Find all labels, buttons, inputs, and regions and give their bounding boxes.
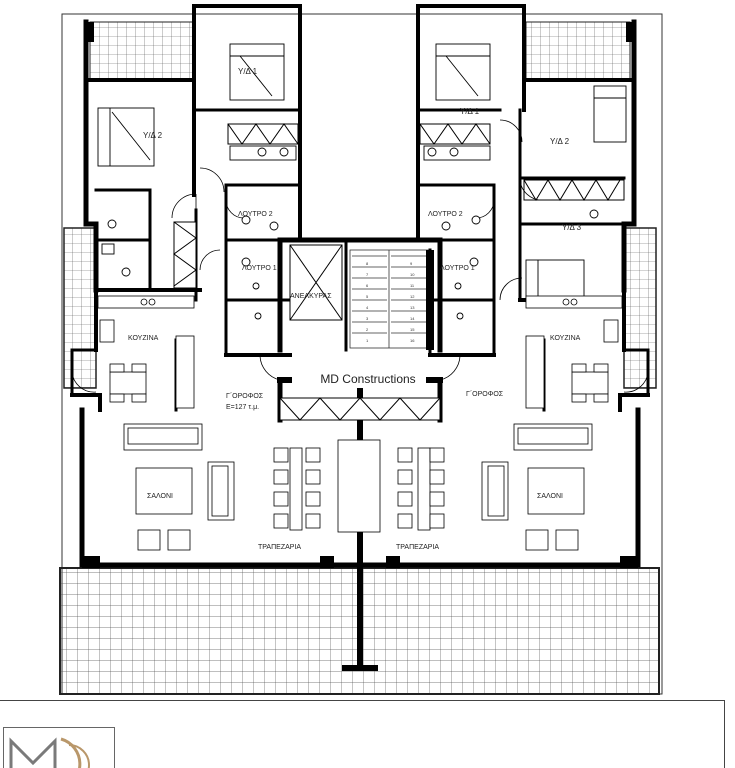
balcony-right-top — [525, 21, 631, 81]
dining-chair — [397, 513, 413, 529]
label-bath2-left: ΛΟΥΤΡΟ 2 — [238, 211, 273, 218]
label-bath2-right: ΛΟΥΤΡΟ 2 — [428, 211, 463, 218]
dining-chair — [305, 469, 321, 485]
stair-step-number: 16 — [410, 338, 415, 343]
label-living-right: ΣΑΛΟΝΙ — [537, 493, 563, 500]
label-floor-left: Γ΄ΟΡΟΦΟΣ — [226, 393, 264, 400]
room-labels: Υ/Δ 1 Υ/Δ 2 ΛΟΥΤΡΟ 2 ΛΟΥΤΡΟ 1 ΑΝΕΛΚΥΡΑΣ … — [128, 67, 582, 551]
stair-step-number: 9 — [410, 261, 413, 266]
stair-step-number: 13 — [410, 305, 415, 310]
balcony-right-side — [623, 227, 657, 389]
stair-step-number: 6 — [366, 283, 369, 288]
company-name: MD Constructions — [320, 372, 415, 386]
balcony-left-side — [63, 227, 97, 389]
stair-step-number: 1 — [366, 338, 369, 343]
dining-chair — [429, 513, 445, 529]
label-bath1-right: ΛΟΥΤΡΟ 1 — [440, 265, 475, 272]
door-swings — [71, 119, 649, 393]
dining-chair — [273, 469, 289, 485]
furniture-living — [109, 363, 609, 551]
label-bath1-left: ΛΟΥΤΡΟ 1 — [242, 265, 277, 272]
dining-chair — [273, 447, 289, 463]
stair-step-number: 14 — [410, 316, 415, 321]
label-lift: ΑΝΕΛΚΥΡΑΣ — [290, 293, 332, 300]
stair-step-number: 3 — [366, 316, 369, 321]
label-dining-left: ΤΡΑΠΕΖΑΡΙΑ — [258, 544, 301, 551]
label-bed3-right: Υ/Δ 3 — [562, 223, 582, 232]
dining-chairs — [273, 447, 445, 529]
title-block-frame — [0, 700, 725, 768]
stair-step-number: 12 — [410, 294, 415, 299]
dining-chair — [305, 491, 321, 507]
dining-chair — [397, 447, 413, 463]
kitchen-counters — [97, 295, 623, 409]
dining-chair — [273, 513, 289, 529]
dining-chair — [305, 513, 321, 529]
label-kitchen-right: ΚΟΥΖΙΝΑ — [550, 335, 581, 342]
stair-step-number: 7 — [366, 272, 369, 277]
stair-step-number: 11 — [410, 283, 415, 288]
company-logo — [3, 727, 115, 768]
sanitary-fixtures — [101, 145, 599, 320]
label-bed1-right: Υ/Δ 1 — [460, 107, 480, 116]
windows — [173, 123, 625, 421]
dining-chair — [429, 469, 445, 485]
walls — [70, 4, 650, 671]
label-bed1-left: Υ/Δ 1 — [238, 67, 258, 76]
dining-chair — [273, 491, 289, 507]
furniture-beds — [97, 43, 627, 303]
balcony-left-top — [89, 21, 195, 81]
dining-chair — [305, 447, 321, 463]
label-dining-right: ΤΡΑΠΕΖΑΡΙΑ — [396, 544, 439, 551]
stair-step-number: 10 — [410, 272, 415, 277]
stair-step-number: 2 — [366, 327, 369, 332]
dining-chair — [397, 469, 413, 485]
dining-chair — [397, 491, 413, 507]
stair-step-number: 4 — [366, 305, 369, 310]
label-living-left: ΣΑΛΟΝΙ — [147, 493, 173, 500]
dining-chair — [429, 491, 445, 507]
dining-chair — [429, 447, 445, 463]
label-bed2-right: Υ/Δ 2 — [550, 137, 570, 146]
label-bed2-left: Υ/Δ 2 — [143, 131, 163, 140]
stair-step-number: 8 — [366, 261, 369, 266]
label-area: Ε=127 τ.μ. — [226, 404, 259, 411]
label-floor-right: Γ΄ΟΡΟΦΟΣ — [466, 391, 504, 398]
stair-step-number: 15 — [410, 327, 415, 332]
columns — [82, 22, 638, 568]
stair-step-number: 5 — [366, 294, 369, 299]
label-kitchen-left: ΚΟΥΖΙΝΑ — [128, 335, 159, 342]
